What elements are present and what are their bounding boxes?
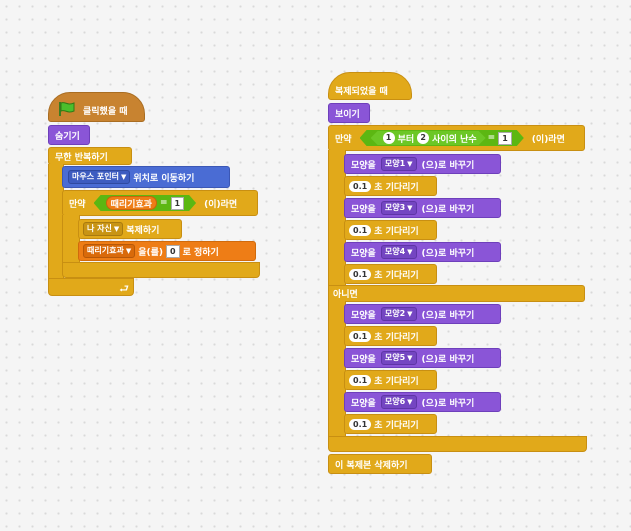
costume-prefix-label: 모양을 [351,398,376,409]
set-variable-block[interactable]: 때리기효과▼ 을(를) 0 로 정하기 [78,241,256,261]
forever-block[interactable]: 무한 반복하기 [48,147,132,165]
wait-label: 초 기다리기 [374,182,419,193]
costume-suffix-label: (으)로 바꾸기 [421,204,475,215]
equals-sign: = [159,198,168,208]
costume-suffix-label: (으)로 바꾸기 [421,398,475,409]
switch-costume-block[interactable]: 모양을 모양4▼ (으)로 바꾸기 [344,242,501,262]
equals-value-input[interactable]: 1 [171,197,185,210]
if-then-label: (이)라면 [204,199,238,210]
wait-seconds-input[interactable]: 0.1 [349,224,372,236]
wait-label: 초 기다리기 [374,376,419,387]
switch-costume-block[interactable]: 모양을 모양2▼ (으)로 바꾸기 [344,304,501,324]
if-then-label: (이)라면 [531,134,565,145]
wait-seconds-input[interactable]: 0.1 [349,330,372,342]
random-label: 사이의 난수 [432,134,477,145]
set-suffix-label: 로 정하기 [182,247,219,258]
switch-costume-block[interactable]: 모양을 모양1▼ (으)로 바꾸기 [344,154,501,174]
when-flag-clicked-hat[interactable]: 클릭했을 때 [48,92,145,122]
equals-value-input[interactable]: 1 [498,132,512,145]
loop-arrow-icon: ⮐ [119,282,129,295]
equals-operator[interactable]: 때리기효과 = 1 [94,195,197,211]
if-else-foot [328,436,587,452]
variable-dropdown[interactable]: 때리기효과▼ [83,244,136,258]
forever-label: 무한 반복하기 [55,152,108,163]
costume-suffix-label: (으)로 바꾸기 [421,354,475,365]
wait-label: 초 기다리기 [374,270,419,281]
else-bar: 아니면 [328,285,585,302]
random-from-label: 부터 [397,134,415,145]
equals-operator[interactable]: 1 부터 2 사이의 난수 = 1 [360,130,524,146]
if-block[interactable]: 만약 때리기효과 = 1 (이)라면 [62,190,258,216]
wait-seconds-input[interactable]: 0.1 [349,268,372,280]
costume-dropdown[interactable]: 모양2▼ [380,307,417,321]
if-else-block[interactable]: 만약 1 부터 2 사이의 난수 = 1 (이)라면 [328,125,585,151]
costume-prefix-label: 모양을 [351,204,376,215]
costume-prefix-label: 모양을 [351,160,376,171]
costume-dropdown[interactable]: 모양3▼ [380,201,417,215]
switch-costume-block[interactable]: 모양을 모양6▼ (으)로 바꾸기 [344,392,501,412]
costume-prefix-label: 모양을 [351,310,376,321]
if-label: 만약 [335,134,352,145]
costume-dropdown[interactable]: 모양5▼ [380,351,417,365]
variable-reporter[interactable]: 때리기효과 [106,196,157,210]
show-label: 보이기 [335,109,360,120]
costume-dropdown[interactable]: 모양4▼ [380,245,417,259]
hide-label: 숨기기 [55,131,80,142]
wait-label: 초 기다리기 [374,420,419,431]
hat-label: 클릭했을 때 [83,106,128,117]
costume-dropdown[interactable]: 모양6▼ [380,395,417,409]
delete-clone-label: 이 복제본 삭제하기 [335,460,408,471]
if-label: 만약 [69,199,86,210]
costume-prefix-label: 모양을 [351,248,376,259]
wait-label: 초 기다리기 [374,332,419,343]
switch-costume-block[interactable]: 모양을 모양5▼ (으)로 바꾸기 [344,348,501,368]
green-flag-icon [57,101,77,120]
if-foot [62,262,260,278]
goto-target-dropdown[interactable]: 마우스 포인터▼ [68,170,131,184]
goto-block[interactable]: 마우스 포인터▼ 위치로 이동하기 [62,166,230,188]
create-clone-block[interactable]: 나 자신▼ 복제하기 [78,219,182,239]
wait-label: 초 기다리기 [374,226,419,237]
wait-seconds-input[interactable]: 0.1 [349,180,372,192]
delete-clone-block[interactable]: 이 복제본 삭제하기 [328,454,432,474]
clone-label: 복제하기 [126,225,160,236]
random-to-input[interactable]: 2 [417,132,429,144]
equals-sign: = [487,133,496,143]
else-label: 아니면 [333,290,358,300]
costume-suffix-label: (으)로 바꾸기 [421,310,475,321]
set-mid-label: 을(를) [138,247,163,258]
when-cloned-hat[interactable]: 복제되었을 때 [328,72,412,100]
random-operator[interactable]: 1 부터 2 사이의 난수 [371,131,486,145]
if-arm [62,215,80,263]
hide-block[interactable]: 숨기기 [48,125,90,145]
if-arm-then [328,150,346,286]
show-block[interactable]: 보이기 [328,103,370,123]
hat-label: 복제되었을 때 [335,86,388,97]
clone-target-dropdown[interactable]: 나 자신▼ [83,222,124,236]
wait-seconds-input[interactable]: 0.1 [349,418,372,430]
random-from-input[interactable]: 1 [383,132,395,144]
goto-label: 위치로 이동하기 [133,173,195,184]
costume-suffix-label: (으)로 바꾸기 [421,248,475,259]
costume-suffix-label: (으)로 바꾸기 [421,160,475,171]
if-arm-else [328,301,346,437]
switch-costume-block[interactable]: 모양을 모양3▼ (으)로 바꾸기 [344,198,501,218]
costume-dropdown[interactable]: 모양1▼ [380,157,417,171]
wait-seconds-input[interactable]: 0.1 [349,374,372,386]
set-value-input[interactable]: 0 [166,244,180,258]
costume-prefix-label: 모양을 [351,354,376,365]
forever-foot: ⮐ [48,278,134,296]
